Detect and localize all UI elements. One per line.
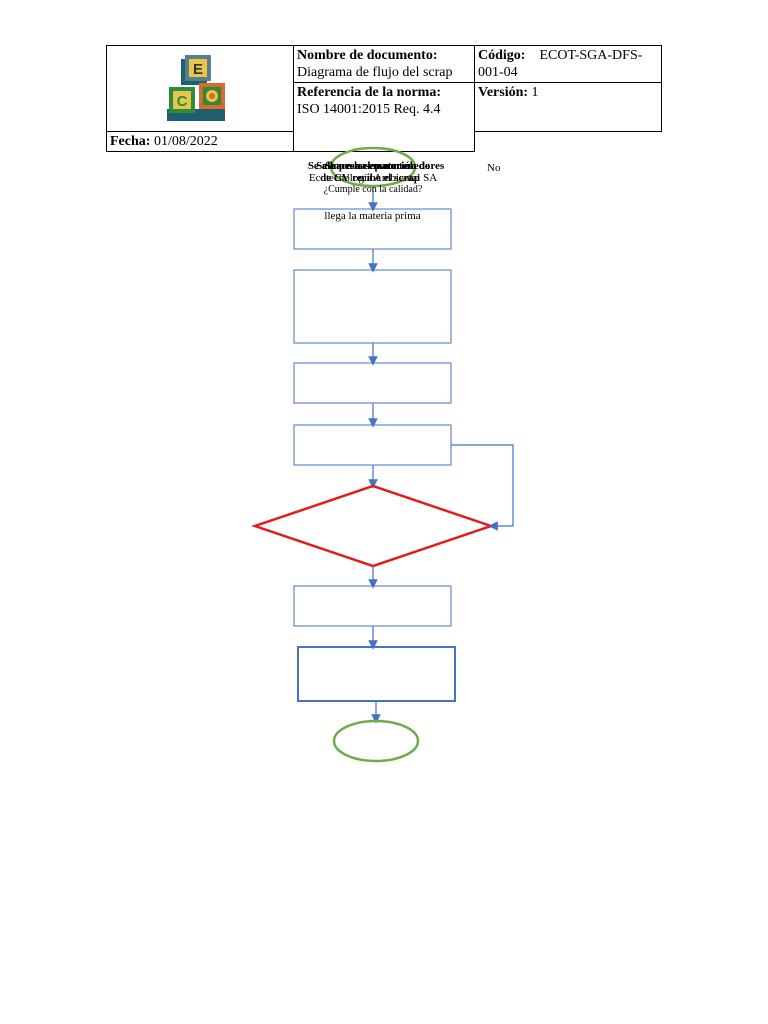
version-cell: Versión: 1 xyxy=(474,82,662,132)
version-label: Versión: xyxy=(478,85,529,100)
version-value: 1 xyxy=(531,85,539,100)
end-terminal xyxy=(332,719,420,763)
overlap-text-6: ¿Cumple con la calidad? xyxy=(323,184,423,195)
code-label: Código: xyxy=(478,48,526,63)
code-cell: Código: ECOT-SGA-DFS-001-04 xyxy=(474,45,662,83)
loop-no-connector xyxy=(451,444,514,531)
step-box-2 xyxy=(293,269,452,344)
step-box-3 xyxy=(293,362,452,404)
step-box-5 xyxy=(293,585,452,627)
document-name-value: Diagrama de flujo del scrap xyxy=(297,65,453,80)
norm-reference-label: Referencia de la norma: xyxy=(297,85,441,100)
date-label: Fecha: xyxy=(110,134,151,149)
document-name-label: Nombre de documento: xyxy=(297,48,438,63)
logo-letter-e: E xyxy=(193,61,203,78)
decision-diamond xyxy=(251,484,495,568)
overlap-text-3: de CV recibe el scrap xyxy=(320,172,420,184)
norm-reference-value: ISO 14001:2015 Req. 4.4 xyxy=(297,102,441,117)
logo-cell: E C xyxy=(106,45,294,132)
step-box-4 xyxy=(293,424,452,466)
norm-reference-cell: Referencia de la norma: ISO 14001:2015 R… xyxy=(293,82,475,152)
document-name-cell: Nombre de documento: Diagrama de flujo d… xyxy=(293,45,475,83)
document-header-table: E C Nombre de documento: Diagrama de flu… xyxy=(106,45,662,152)
overlap-text-1: Se hace la separación de xyxy=(316,160,430,172)
date-value: 01/08/2022 xyxy=(153,134,218,149)
code-value: ECOT-SGA-DFS-001-04 xyxy=(478,48,643,80)
step-box-6 xyxy=(297,646,456,702)
date-cell: Fecha: 01/08/2022 xyxy=(106,131,294,152)
overlap-text-4: Se pesa el material xyxy=(325,160,413,172)
company-logo-icon: E C xyxy=(167,55,225,121)
overlap-text-2: Ecotecnología Ambiental SA xyxy=(308,172,438,184)
logo-letter-c: C xyxy=(177,93,188,110)
decision-no-label: No xyxy=(487,162,501,174)
step-1-label: llega la materia prima xyxy=(324,210,421,222)
overlap-text-5: Se almacena en contenedores xyxy=(307,160,445,172)
